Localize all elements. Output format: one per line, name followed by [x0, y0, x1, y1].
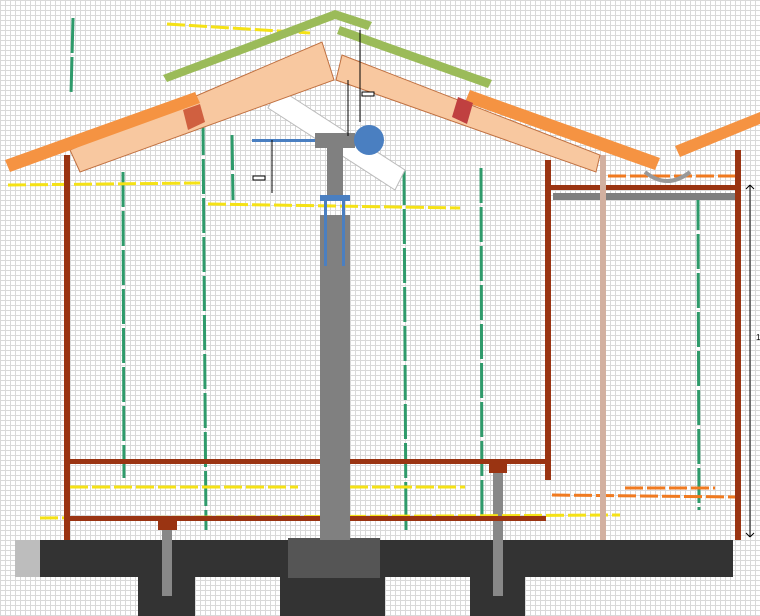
yellow-dashed-lines [7, 22, 621, 520]
orange-dashed-lines [551, 174, 736, 499]
annotation-leaders [252, 30, 375, 193]
height-dimension [745, 184, 755, 538]
roof [5, 10, 760, 173]
dimension-label: 1 [756, 333, 760, 342]
foundation [15, 538, 733, 616]
central-column [252, 125, 384, 540]
timber-frame [64, 150, 741, 540]
gutter [643, 170, 692, 183]
